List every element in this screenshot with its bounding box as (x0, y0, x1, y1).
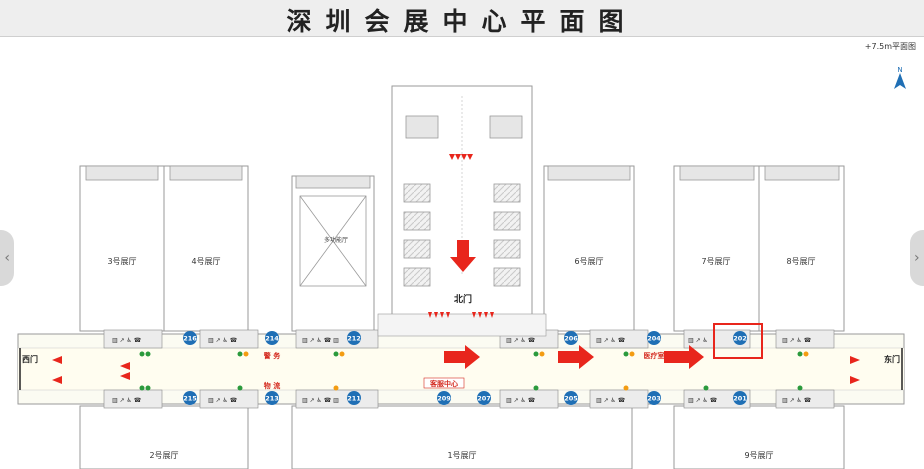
arrow-down-icon (428, 312, 494, 318)
title-bar: 深圳会展中心平面图 (0, 0, 924, 37)
facility-icons: ▥ ↗ ♿ ☎ ▥ ↗ ♿ ☎ ▥ ↗ ♿ ☎ ▥ ▥ ↗ ♿ ☎ ▥ ↗ ♿ … (112, 337, 812, 404)
room-badge[interactable] (477, 391, 491, 405)
room-number: 216 (183, 335, 197, 343)
page-title: 深圳会展中心平面图 (286, 7, 638, 36)
highlight-box (713, 323, 763, 359)
room-number: 214 (265, 335, 279, 343)
compass-icon: N (890, 64, 910, 94)
room-number: 203 (647, 395, 661, 403)
visitor-center-label: 客服中心 (429, 379, 458, 388)
room-badge[interactable] (265, 331, 279, 345)
hall-outline-9 (673, 405, 845, 469)
prev-button[interactable]: ‹ (0, 230, 14, 286)
arrow-down-icon (449, 154, 473, 160)
restroom-icon: ▥ ↗ ♿ ☎ (208, 397, 238, 404)
room-number: 209 (437, 395, 451, 403)
next-button[interactable]: › (910, 230, 924, 286)
room-number: 207 (477, 395, 491, 403)
hall-outline-1 (291, 405, 633, 469)
north-lobby-strip (377, 313, 547, 337)
elevator-icon: ▥ ↗ ♿ ☎ (782, 397, 812, 404)
room-badge[interactable] (733, 391, 747, 405)
room-number: 215 (183, 395, 197, 403)
arrow-right-icon (444, 345, 704, 369)
room-number: 206 (564, 335, 578, 343)
facility-dots (139, 351, 809, 391)
clinic-label: 医疗室 (644, 351, 665, 360)
room-number: 211 (347, 395, 361, 403)
hall-3-label: 3号展厅 (107, 257, 136, 266)
hall-8-label: 8号展厅 (786, 257, 815, 266)
room-number: 205 (564, 395, 578, 403)
hall-4-label: 4号展厅 (191, 257, 220, 266)
floor-label: +7.5m平面图 (864, 42, 916, 51)
room-badge[interactable] (647, 331, 661, 345)
phone-icon: ▥ ↗ ♿ ☎ (688, 397, 718, 404)
gate-west: 西门 (22, 354, 38, 364)
police-label: 警 务 (264, 351, 281, 360)
restroom-icon: ▥ ↗ ♿ ☎ (208, 337, 238, 344)
hall-7-label: 7号展厅 (701, 257, 730, 266)
escalator-blocks (403, 183, 521, 287)
elevator-icon: ▥ ↗ ♿ ☎ (506, 397, 536, 404)
room-badges-top: 216 214 212 206 204 202 (183, 323, 763, 359)
hall-outline-2 (79, 405, 249, 469)
multi-hall-label: 多功能厅 (324, 236, 348, 244)
gate-east: 东门 (884, 354, 900, 364)
room-badge[interactable] (183, 391, 197, 405)
hall-2-label: 2号展厅 (149, 451, 178, 460)
room-badge[interactable] (437, 391, 451, 405)
elevator-icon: ▥ ↗ ♿ ☎ (112, 337, 142, 344)
room-badges-bottom: 215 213 211 209 207 205 203 201 (183, 391, 747, 405)
arrow-down-icon (450, 240, 476, 272)
room-badge[interactable] (183, 331, 197, 345)
restroom-icon: ▥ ↗ ♿ ☎ (506, 337, 536, 344)
hall-9-label: 9号展厅 (744, 451, 773, 460)
restroom-icon: ▥ ↗ ♿ ☎ (596, 397, 626, 404)
room-badge[interactable] (733, 331, 747, 345)
hall-outlines (79, 85, 845, 469)
room-badge[interactable] (347, 391, 361, 405)
phone-icon: ▥ ↗ ♿ ☎ ▥ (302, 397, 339, 404)
gate-north: 北门 (454, 293, 472, 305)
restroom-icon: ▥ ↗ ♿ ☎ (782, 337, 812, 344)
elevator-icon: ▥ ↗ ♿ ☎ ▥ (302, 337, 339, 344)
room-badge[interactable] (564, 391, 578, 405)
arrow-right-icon (52, 356, 860, 384)
room-number: 202 (733, 335, 747, 343)
room-badge[interactable] (564, 331, 578, 345)
hall-6-label: 6号展厅 (574, 257, 603, 266)
hall-roof-blocks (85, 115, 840, 189)
hall-outline-multi (291, 175, 375, 332)
room-badge[interactable] (265, 391, 279, 405)
hall-outline-6 (543, 165, 635, 332)
room-number: 201 (733, 395, 747, 403)
logistics-label: 物 流 (264, 381, 280, 390)
multi-hall-cross (299, 195, 367, 287)
room-badge[interactable] (347, 331, 361, 345)
hall-1-label: 1号展厅 (447, 451, 476, 460)
room-number: 212 (347, 335, 361, 343)
elevator-icon: ▥ ↗ ♿ (688, 337, 708, 344)
compass-label: N (897, 66, 902, 74)
room-number: 204 (647, 335, 661, 343)
elevator-icon: ▥ ↗ ♿ ☎ (112, 397, 142, 404)
room-badge[interactable] (647, 391, 661, 405)
floor-plan-map: 多功能厅 北门 (17, 85, 905, 469)
phone-icon: ▥ ↗ ♿ ☎ (596, 337, 626, 344)
room-number: 213 (265, 395, 279, 403)
